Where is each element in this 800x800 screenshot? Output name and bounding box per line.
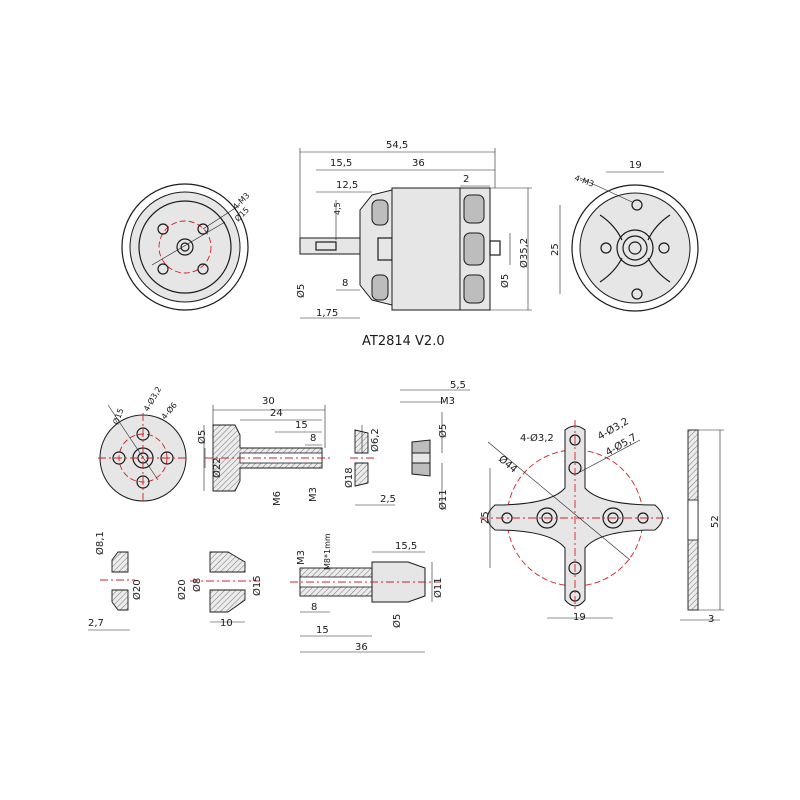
hub-holes-1: 4-Ø3,2 xyxy=(141,385,163,413)
rear-height: 25 xyxy=(550,243,561,256)
shaft-length: 15,5 xyxy=(330,158,352,169)
cross-mount-view: Ø44 4-Ø3,2 4-Ø3,2 4-Ø5,7 25 19 xyxy=(480,415,670,623)
hub-holes-2: 4-Ø6 xyxy=(159,400,179,421)
ext-len2: 8 xyxy=(311,602,317,613)
cross-height: 25 xyxy=(480,511,491,524)
body-dia: Ø35,2 xyxy=(518,238,530,268)
motor-front-view: 4-M3 Ø15 xyxy=(121,183,252,311)
ext-len1: 15,5 xyxy=(395,541,417,552)
adapter-d2: Ø22 xyxy=(211,457,223,478)
cross-width: 19 xyxy=(573,612,586,623)
collet-view: Ø20 Ø8 Ø15 10 xyxy=(176,551,263,629)
cross-side-view: 52 3 xyxy=(680,429,724,625)
adapter-d1: Ø5 xyxy=(196,430,208,444)
key-length: 8 xyxy=(342,278,348,289)
rear-width: 19 xyxy=(629,160,642,171)
tip-length: 1,75 xyxy=(316,308,338,319)
flat-depth: 4,5 xyxy=(333,202,342,215)
ext-thread1: M3 xyxy=(296,550,307,565)
gap: 2 xyxy=(463,174,469,185)
ext-thread2: M8*1mm xyxy=(323,533,332,570)
collet-d-out: Ø20 xyxy=(176,579,188,600)
motor-side-view: 54,5 15,5 36 12,5 2 4,5 8 Ø5 1,75 Ø5 Ø35… xyxy=(295,140,532,349)
adapter-len2: 24 xyxy=(270,408,283,419)
ext-len3: 15 xyxy=(316,625,329,636)
washer2-d-in: Ø8,1 xyxy=(94,531,106,555)
washer1-thick: 2,5 xyxy=(380,494,396,505)
overall-length: 54,5 xyxy=(386,140,408,151)
step-length: 12,5 xyxy=(336,180,358,191)
shaft-dia: Ø5 xyxy=(295,284,307,298)
adapter-len4: 8 xyxy=(310,433,316,444)
collet-d-in: Ø8 xyxy=(191,578,203,592)
nut-cap-view: 5,5 M3 Ø5 Ø11 xyxy=(400,380,470,510)
collet-d-small: Ø15 xyxy=(251,575,263,596)
washer1-d-in: Ø6,2 xyxy=(369,428,381,452)
washer-2-view: Ø8,1 Ø20 2,7 xyxy=(88,531,143,631)
cross-holes-1: 4-Ø3,2 xyxy=(520,432,554,444)
extension-view: M3 M8*1mm 15,5 Ø11 Ø5 8 15 36 xyxy=(290,533,444,653)
nut-thread: M3 xyxy=(440,396,455,407)
ext-len4: 36 xyxy=(355,642,368,653)
washer2-thick: 2,7 xyxy=(88,618,104,629)
prop-adapter-view: 30 24 15 8 Ø5 Ø22 M6 M3 xyxy=(196,396,330,506)
collet-length: 10 xyxy=(220,618,233,629)
washer-1-view: Ø6,2 Ø18 2,5 xyxy=(343,425,396,506)
washer2-d-out: Ø20 xyxy=(131,579,143,600)
cross-side-thick: 3 xyxy=(708,614,714,625)
adapter-thread1: M6 xyxy=(272,491,283,506)
motor-rear-view: 19 25 4-M3 xyxy=(550,160,699,312)
nut-length: 5,5 xyxy=(450,380,466,391)
adapter-length: 30 xyxy=(262,396,275,407)
ext-d1: Ø11 xyxy=(432,577,444,598)
adapter-len3: 15 xyxy=(295,420,308,431)
nut-d-in: Ø5 xyxy=(437,424,449,438)
rear-hole-label: 4-M3 xyxy=(573,173,595,188)
body-length: 36 xyxy=(412,158,425,169)
nut-d-out: Ø11 xyxy=(437,489,449,510)
prop-hub-view: Ø15 4-Ø3,2 4-Ø6 xyxy=(98,385,188,503)
washer1-d-out: Ø18 xyxy=(343,467,355,488)
ext-d2: Ø5 xyxy=(391,614,403,628)
shaft-dia-2: Ø5 xyxy=(499,274,511,288)
cross-side-height: 52 xyxy=(710,515,721,528)
model-label: AT2814 V2.0 xyxy=(362,334,445,349)
adapter-thread2: M3 xyxy=(308,487,319,502)
cross-pcd: Ø44 xyxy=(496,453,520,475)
